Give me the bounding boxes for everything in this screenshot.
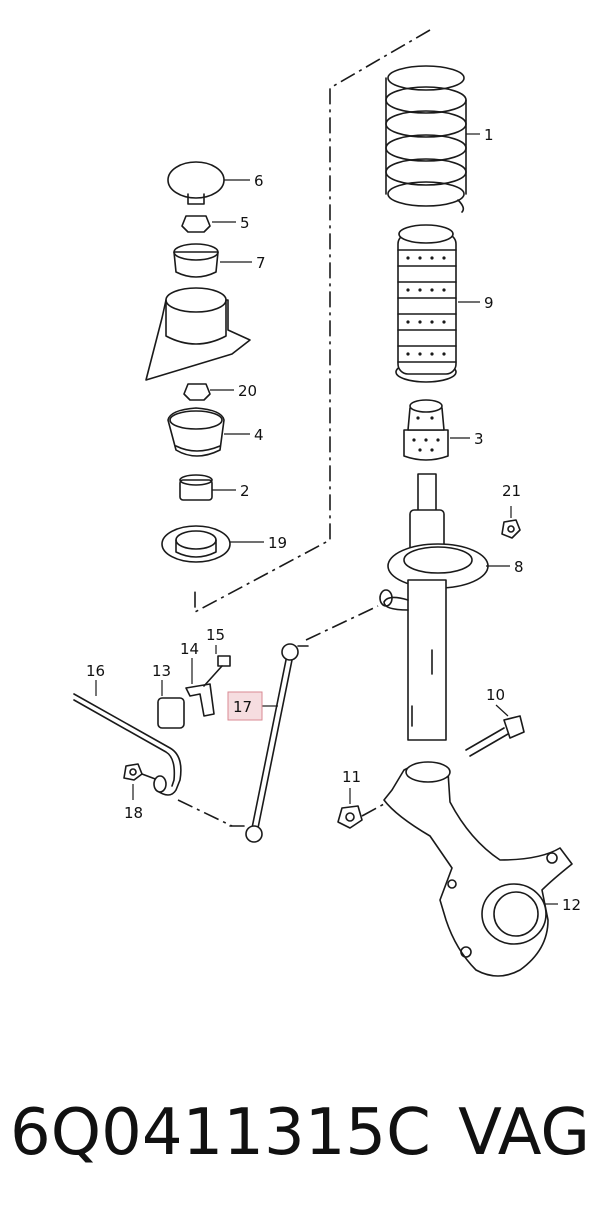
callout-8: 8 [514,558,524,576]
steering-knuckle [383,761,573,977]
top-mount-cap [167,161,225,205]
highlight-box-17 [227,691,263,721]
coupling-rod [229,643,309,843]
bushing-13 [157,697,185,729]
nut-21 [501,519,521,539]
callout-2: 2 [240,482,250,500]
callout-12: 12 [562,896,581,914]
spacer-2 [179,474,213,501]
callout-15: 15 [206,626,225,644]
nut-18 [123,763,143,781]
assembly-boundary-dashed [194,29,431,614]
part-number: 6Q0411315C [10,1096,431,1170]
callout-20: 20 [238,382,257,400]
callout-9: 9 [484,294,494,312]
strut-mount-body [145,287,251,381]
callout-13: 13 [152,662,171,680]
brand-name: VAG [458,1096,590,1170]
dust-boot [395,224,457,383]
callout-19: 19 [268,534,287,552]
bearing-ring-7 [173,243,219,278]
rubber-mount-4 [167,407,225,457]
callout-3: 3 [474,430,484,448]
callout-21: 21 [502,482,521,500]
callout-17: 17 [233,698,252,716]
spring-seat-19 [161,525,231,563]
callout-10: 10 [486,686,505,704]
bolt-15 [203,655,231,687]
callout-1: 1 [484,126,494,144]
clamp-bracket-14 [185,683,215,717]
bolt-10 [465,715,525,757]
nut-5 [181,215,211,233]
stabilizer-bar [73,693,182,796]
callout-11: 11 [342,768,361,786]
shock-absorber [379,473,489,741]
callout-5: 5 [240,214,250,232]
callout-6: 6 [254,172,264,190]
callout-14: 14 [180,640,199,658]
bump-stop [403,399,449,461]
nut-20 [183,383,211,401]
callout-18: 18 [124,804,143,822]
callout-4: 4 [254,426,264,444]
coil-spring [385,65,467,213]
callout-16: 16 [86,662,105,680]
part-number-row: 6Q0411315C VAG [10,1078,590,1188]
nut-11 [337,805,363,829]
callout-7: 7 [256,254,266,272]
